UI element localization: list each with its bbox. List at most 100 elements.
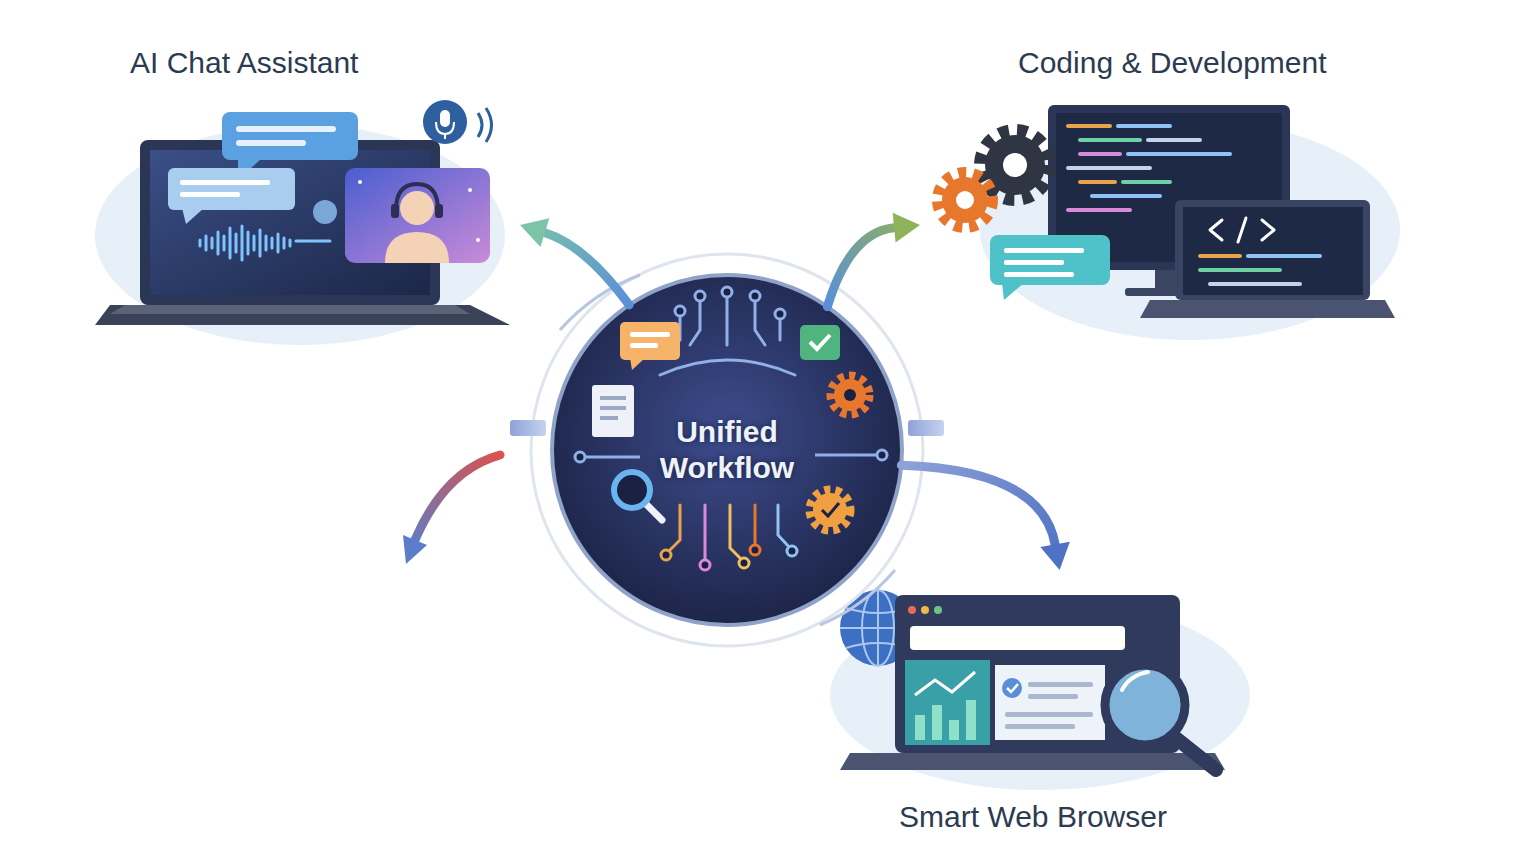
core-circle-illustration-part-part <box>730 505 742 560</box>
coding-illustration <box>938 105 1400 340</box>
chat-laptop-illustration-part-part <box>296 240 330 243</box>
coding-illustration-part-part <box>1068 208 1130 212</box>
core-circle-illustration-part-part <box>704 505 707 560</box>
core-circle-illustration-part-part <box>675 306 685 316</box>
core-circle-illustration-part-part <box>660 360 795 375</box>
chat-laptop-illustration-part <box>200 226 330 260</box>
chat-laptop-illustration-part <box>440 110 450 127</box>
chat-laptop-illustration-part-part <box>241 226 244 260</box>
core-circle-illustration-part-part <box>778 505 790 548</box>
side-arrow-part <box>403 535 427 564</box>
core-circle-illustration-part-part <box>779 318 782 340</box>
core-circle-illustration-part <box>668 505 790 560</box>
core-circle-illustration-part-part <box>661 550 671 560</box>
core-circle-illustration-part <box>815 454 876 457</box>
browser-illustration-part <box>1005 724 1075 729</box>
browser-illustration-part <box>1007 684 1018 692</box>
hub-title: Unified Workflow <box>637 414 817 486</box>
panel-node: Coding & Development <box>920 40 1410 340</box>
chat-laptop-illustration-part-part <box>223 236 226 250</box>
core-circle-illustration-part <box>630 358 645 370</box>
coding-illustration-part <box>990 235 1110 285</box>
side-arrow <box>403 455 500 564</box>
core-circle-illustration-part <box>844 389 856 401</box>
coding-illustration-part <box>980 120 1400 340</box>
arrow-head <box>520 218 549 247</box>
flow-arrow-line <box>901 465 1055 544</box>
chat-laptop-illustration-part-part <box>277 234 280 252</box>
core-circle-illustration-part <box>552 275 902 625</box>
panel-heading: AI Chat Assistant <box>130 45 358 81</box>
coding-illustration-part-part <box>1068 166 1150 170</box>
coding-illustration-part <box>938 173 992 227</box>
chat-laptop-illustration-part-part <box>229 228 232 258</box>
chat-laptop-illustration-part-part <box>271 238 274 248</box>
core-circle-illustration-part-part <box>722 287 732 297</box>
flow-arrow <box>827 213 920 307</box>
coding-illustration-part <box>981 131 1049 199</box>
arrow-head <box>1040 542 1070 570</box>
coding-illustration-part-part <box>1200 254 1240 258</box>
chat-laptop-illustration-part <box>444 134 446 139</box>
core-circle-illustration-part <box>675 287 785 319</box>
chat-laptop-illustration-part <box>486 108 492 142</box>
coding-illustration-part-part <box>1200 268 1280 272</box>
chat-laptop-illustration-part <box>345 168 490 263</box>
core-circle-illustration-part-part <box>700 560 710 570</box>
browser-illustration-part <box>1005 712 1093 717</box>
chat-laptop-illustration-part <box>182 208 204 224</box>
coding-illustration-part-part <box>1092 194 1160 198</box>
core-circle-illustration-part <box>660 296 795 375</box>
chat-laptop-illustration-part-part <box>211 238 214 248</box>
browser-illustration-part <box>921 606 929 614</box>
browser-illustration-part <box>910 626 1125 650</box>
core-circle-illustration-part <box>600 396 626 400</box>
coding-illustration-part-part <box>1210 220 1222 240</box>
browser-illustration-part <box>915 672 975 695</box>
core-circle-illustration-part-part <box>695 291 705 301</box>
coding-illustration-part-part <box>1248 254 1320 258</box>
core-circle-illustration-part <box>614 472 650 508</box>
core-circle-illustration-part <box>585 456 640 459</box>
browser-illustration-part <box>1028 694 1078 699</box>
chat-laptop-illustration-part <box>95 305 510 325</box>
flow-arrow <box>901 465 1070 570</box>
chat-laptop-illustration-part-part <box>265 236 268 250</box>
core-circle-illustration-part-part <box>739 558 749 568</box>
coding-illustration-part <box>1002 283 1024 300</box>
coding-illustration-part-part <box>1123 180 1170 184</box>
coding-illustration-part-part <box>1080 152 1120 156</box>
side-arrow-part <box>415 455 500 540</box>
coding-illustration-part-part <box>1128 152 1230 156</box>
chat-laptop-illustration-part <box>236 140 306 146</box>
coding-illustration-part-part <box>1210 282 1300 286</box>
core-circle-illustration-part <box>661 545 797 570</box>
chat-laptop-illustration-part-part <box>289 240 292 246</box>
browser-illustration-part <box>932 705 942 740</box>
chat-laptop-illustration-part <box>313 200 337 224</box>
core-circle-illustration-part-part <box>690 300 700 345</box>
panel-heading: Smart Web Browser <box>899 799 1167 835</box>
browser-illustration <box>830 590 1250 790</box>
browser-illustration-part <box>1131 629 1145 643</box>
coding-illustration-part-part <box>1068 124 1110 128</box>
core-circle-illustration-part <box>600 406 626 410</box>
browser-illustration-part <box>1028 682 1093 687</box>
chat-laptop-illustration <box>95 100 510 345</box>
coding-illustration-part <box>1200 256 1320 284</box>
browser-illustration-part <box>934 606 942 614</box>
hub-circle: Unified Workflow <box>552 275 902 625</box>
core-circle-illustration-part-part <box>754 505 757 545</box>
coding-illustration-part-part <box>1080 180 1115 184</box>
chat-laptop-illustration-part <box>222 112 358 160</box>
chat-laptop-illustration-part-part <box>235 234 238 252</box>
browser-illustration-part-part <box>877 590 879 666</box>
browser-illustration-part <box>915 715 925 740</box>
browser-illustration-part <box>840 753 1225 770</box>
coding-illustration-part-part <box>1148 138 1200 142</box>
core-circle-illustration-part-part <box>775 309 785 319</box>
core-circle-illustration-part <box>600 416 618 420</box>
coding-illustration-part-part <box>1080 138 1140 142</box>
arrow-head <box>893 213 920 243</box>
flow-arrow <box>520 218 629 305</box>
